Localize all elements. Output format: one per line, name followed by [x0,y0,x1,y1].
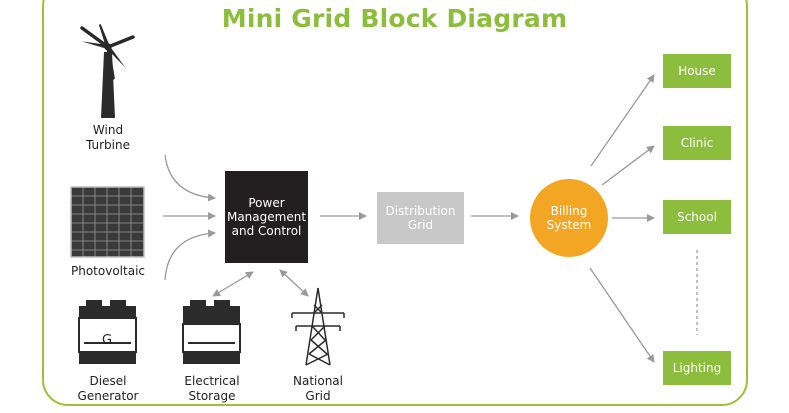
arrow-diesel-to-pmc [164,229,216,281]
destination-school: School [663,200,731,234]
generator-badge: G [101,333,113,348]
destination-lighting: Lighting [663,351,731,385]
destination-clinic: Clinic [663,126,731,160]
photovoltaic-label: Photovoltaic [71,264,145,278]
arrow-billing-to-lighting [589,267,655,363]
arrow-wind-to-pmc [164,154,216,202]
arrow-national-pmc [279,269,309,297]
arrow-storage-pmc [212,271,254,297]
diagram-title: Mini Grid Block Diagram [221,4,568,33]
arrow-billing-to-clinic [601,145,655,186]
arrow-billing-to-house [590,74,655,167]
diagram-frame [42,0,748,406]
destination-house: House [663,54,731,88]
power-management-box: Power Management and Control [225,171,308,263]
